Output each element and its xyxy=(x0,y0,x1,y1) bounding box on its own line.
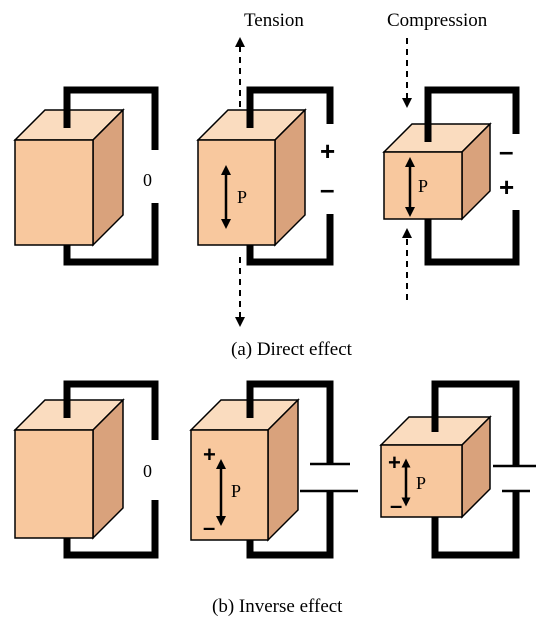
plus-sign: + xyxy=(499,172,514,202)
minus-sign: – xyxy=(499,136,513,166)
crystal-front-face xyxy=(380,444,463,518)
tension-label: Tension xyxy=(244,10,304,31)
crystal-front-face xyxy=(14,429,94,539)
polarization-label: P xyxy=(237,187,247,207)
direct-effect-caption: (a) Direct effect xyxy=(231,339,353,360)
inverse-reversed-voltage-panel: P + – xyxy=(379,380,536,559)
crystal-front-face xyxy=(14,139,94,246)
polarization-label: P xyxy=(418,176,428,196)
direct-compression-panel: Compression P – + xyxy=(382,10,520,300)
minus-sign: – xyxy=(320,174,334,204)
zero-reading: 0 xyxy=(143,461,152,481)
direct-unstressed-panel: 0 xyxy=(13,86,159,266)
zero-reading: 0 xyxy=(143,170,152,190)
crystal-front-face xyxy=(190,429,269,541)
minus-sign: – xyxy=(203,515,215,540)
crystal-front-face xyxy=(383,151,463,220)
inverse-unstressed-panel: 0 xyxy=(13,380,159,559)
direct-tension-panel: Tension P + – xyxy=(196,10,335,327)
inverse-applied-voltage-panel: P + – xyxy=(189,380,358,559)
compression-label: Compression xyxy=(387,10,488,31)
plus-sign: + xyxy=(203,442,216,467)
minus-sign: – xyxy=(390,493,402,518)
crystal-front-face xyxy=(197,139,276,246)
plus-sign: + xyxy=(388,450,401,475)
inverse-effect-caption: (b) Inverse effect xyxy=(212,596,343,617)
polarization-label: P xyxy=(231,481,241,501)
polarization-label: P xyxy=(416,473,426,493)
plus-sign: + xyxy=(320,136,335,166)
